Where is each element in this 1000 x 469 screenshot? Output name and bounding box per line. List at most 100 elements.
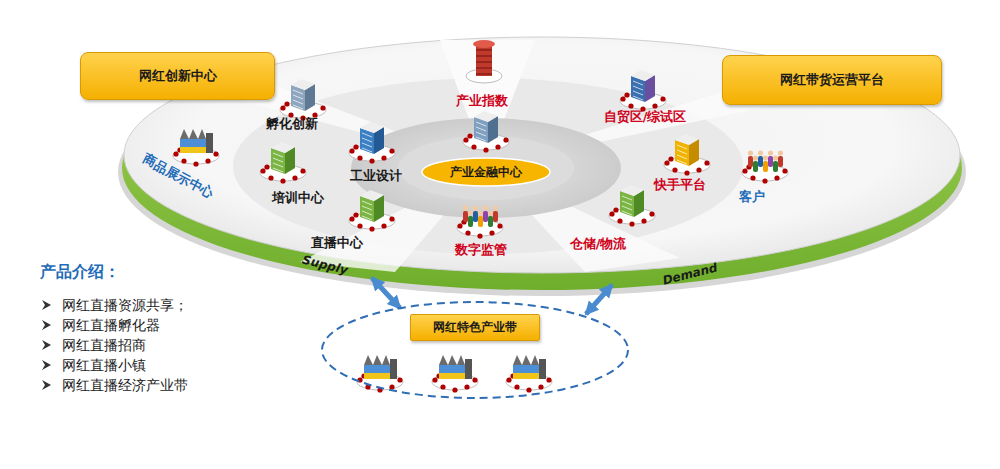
factory-icon xyxy=(364,355,390,365)
people-icon xyxy=(463,211,468,222)
icon-dot xyxy=(381,155,386,160)
icon-dot xyxy=(432,377,437,382)
window-line xyxy=(677,155,687,159)
people-icon xyxy=(478,216,483,227)
icon-dot xyxy=(624,92,629,97)
icon-dot xyxy=(268,175,273,180)
building-icon xyxy=(271,142,295,153)
people-icon xyxy=(473,205,478,210)
factory-icon xyxy=(539,359,546,379)
window-line xyxy=(273,168,283,172)
factory-icon xyxy=(364,365,390,379)
people-icon xyxy=(758,156,763,167)
icon-dot xyxy=(514,384,519,389)
window-line xyxy=(362,211,372,215)
disc-ring xyxy=(233,78,743,254)
bullet-arrow xyxy=(42,360,51,370)
bullet-arrow xyxy=(42,300,51,310)
people-icon xyxy=(488,210,493,215)
icon-dot xyxy=(284,101,289,106)
window-line xyxy=(633,91,643,95)
factory-icon xyxy=(364,373,390,379)
icon-dot xyxy=(280,178,285,183)
icon-dot xyxy=(369,226,374,231)
area-label: 直播中心 xyxy=(311,235,363,251)
list-text: 网红直播经济产业带 xyxy=(62,377,188,394)
window-line xyxy=(362,148,372,152)
window-line xyxy=(362,138,372,142)
window-line xyxy=(273,163,283,167)
double-arrow xyxy=(586,285,612,314)
icon-dot xyxy=(280,105,285,110)
list-text: 网红直播招商 xyxy=(62,337,146,354)
people-icon xyxy=(493,205,498,210)
icon-dot xyxy=(704,160,709,165)
icon-dot xyxy=(264,164,269,169)
window-line xyxy=(677,160,687,164)
people-icon xyxy=(768,150,773,155)
tower-stripe xyxy=(476,73,492,74)
rim-label: Demand xyxy=(661,260,719,287)
window-line xyxy=(633,86,643,90)
people-icon xyxy=(763,155,768,160)
window-line xyxy=(622,196,632,200)
area-label: 工业设计 xyxy=(350,168,402,184)
icon-dot xyxy=(664,160,669,165)
icon-dot xyxy=(213,151,218,156)
icon-dot xyxy=(471,144,476,149)
window-line xyxy=(622,206,632,210)
icon-dot xyxy=(497,223,502,228)
building-icon xyxy=(631,70,655,81)
people-icon xyxy=(483,211,488,222)
area-label: 自贸区/综试区 xyxy=(604,109,687,125)
tower-icon xyxy=(476,46,492,76)
window-line xyxy=(476,127,486,131)
icon-dot xyxy=(389,148,394,153)
icon-dot xyxy=(652,103,657,108)
icon-dot xyxy=(477,233,482,238)
area-label: 快手平台 xyxy=(654,177,706,193)
factory-icon xyxy=(206,133,213,153)
building-icon xyxy=(360,190,384,201)
factory-icon xyxy=(439,365,465,379)
area-label: 孵化创新 xyxy=(266,116,318,132)
icon-dot xyxy=(463,137,468,142)
area-label: 产业指数 xyxy=(456,93,508,109)
bullet-marks xyxy=(42,300,51,390)
list-text: 网红直播资源共享； xyxy=(62,297,188,314)
people-icon xyxy=(773,161,778,172)
icon-dot xyxy=(660,96,665,101)
factory-icon xyxy=(513,355,539,365)
window-line xyxy=(677,150,687,154)
icon-dot xyxy=(495,144,500,149)
window-line xyxy=(293,100,303,104)
window-line xyxy=(273,153,283,157)
window-line xyxy=(362,206,372,210)
tower-stripe xyxy=(476,49,492,50)
area-label: 仓储/物流 xyxy=(570,236,627,252)
finance-ellipse: 产业金融中心 xyxy=(421,157,551,187)
callout-box: 网红创新中心 xyxy=(80,52,275,100)
tower-stripe xyxy=(476,55,492,56)
icon-dot xyxy=(193,161,198,166)
window-line xyxy=(362,216,372,220)
icon-dot xyxy=(696,167,701,172)
window-line xyxy=(476,122,486,126)
icon-dot xyxy=(629,221,634,226)
people-icon xyxy=(748,150,753,155)
factory-icon xyxy=(465,359,472,379)
people-icon xyxy=(493,211,498,222)
people-icon xyxy=(473,211,478,222)
factory-icon xyxy=(390,359,397,379)
list-text: 产品介绍： xyxy=(40,262,120,281)
icon-dot xyxy=(457,223,462,228)
icon-dot xyxy=(742,168,747,173)
building-icon xyxy=(291,79,315,90)
icon-dot xyxy=(620,96,625,101)
factory-icon xyxy=(513,373,539,379)
building-icon xyxy=(360,122,384,133)
area-label: 数字监管 xyxy=(455,242,507,258)
people-icon xyxy=(483,205,488,210)
icon-dot xyxy=(782,168,787,173)
